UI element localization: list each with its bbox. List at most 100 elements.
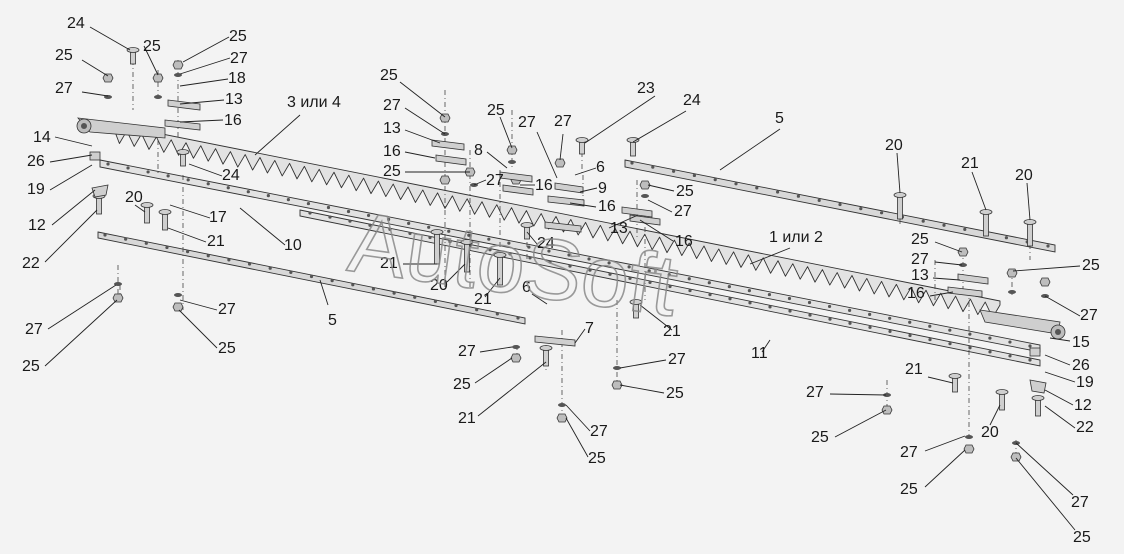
callout-leader: [1012, 265, 1081, 272]
callout-label: 21: [905, 361, 923, 378]
bar-10-hole: [667, 273, 671, 277]
clamp-plate: [554, 182, 584, 194]
callout-label: 12: [1074, 397, 1092, 414]
callout-label: 1 или 2: [769, 229, 823, 246]
callout-label: 24: [222, 167, 240, 184]
callout-leader: [178, 309, 218, 349]
bar-11-hole: [428, 235, 432, 240]
bolt-head: [176, 149, 190, 155]
bar-11-hole: [648, 280, 652, 285]
callout-leader: [639, 304, 673, 331]
callout-label: 13: [383, 120, 401, 137]
callout-label: 25: [55, 47, 73, 64]
bar-5-hole: [796, 194, 801, 198]
bar-5-hole: [755, 186, 759, 190]
callout-label: 27: [590, 423, 608, 440]
bar-10-hole: [707, 281, 711, 285]
bar-11-hole: [308, 211, 312, 215]
bar-5-hole: [734, 182, 738, 186]
callout-leader: [179, 78, 229, 87]
callout-label: 20: [430, 277, 448, 294]
callout-label: 27: [230, 50, 248, 67]
callout-label: 25: [911, 231, 929, 248]
bar-5-hole: [227, 258, 231, 262]
clamp-plate: [544, 221, 582, 233]
bar-11-hole: [448, 239, 452, 244]
callout-label: 27: [1071, 494, 1089, 511]
bar-5-hole: [475, 308, 479, 312]
nut: [506, 145, 518, 155]
bolt-head: [626, 137, 640, 143]
callout-label: 12: [28, 217, 46, 234]
callout-leader: [574, 167, 597, 176]
bar-10-hole: [547, 249, 551, 253]
clamp-plate: [431, 139, 465, 151]
washer: [512, 345, 520, 349]
clamp-plate: [164, 119, 201, 131]
bar-10-hole: [627, 265, 631, 269]
callout-leader: [484, 277, 501, 298]
callout-leader: [404, 129, 441, 144]
bar-10-hole: [827, 304, 832, 309]
washer: [641, 194, 649, 198]
callout-leader: [934, 261, 963, 266]
callout-label: 27: [458, 343, 476, 360]
callout-label: 25: [453, 376, 471, 393]
bar-11-hole: [908, 333, 912, 338]
bar-11-hole: [1008, 354, 1012, 358]
callout-label: 5: [775, 110, 784, 127]
bar-11-hole: [628, 276, 632, 280]
clamp-plate: [947, 286, 983, 298]
bar-11-hole: [588, 268, 592, 272]
bar-10-hole: [266, 194, 270, 198]
bar-5-hole: [186, 250, 190, 254]
bar-10-hole: [567, 253, 571, 257]
callout-leader: [719, 128, 781, 171]
assembly-drawing: [76, 47, 1066, 462]
bar-5-hole: [433, 299, 437, 303]
callout-label: 25: [229, 28, 247, 45]
callout-label: 13: [610, 220, 628, 237]
bolt-head: [629, 299, 643, 305]
callout-leader: [1026, 182, 1031, 221]
bolt-head: [575, 137, 589, 143]
nut: [554, 158, 566, 168]
bar-5-hole: [392, 291, 396, 295]
bolt-head: [979, 209, 993, 215]
callout-leader: [179, 99, 225, 105]
bolt-head: [1023, 219, 1037, 225]
callout-leader: [1044, 389, 1074, 406]
bar-5-hole: [776, 190, 780, 194]
callout-leader: [404, 151, 436, 159]
callout-leader: [1015, 457, 1076, 531]
bar-10-hole: [888, 316, 892, 320]
bar-10-hole: [747, 289, 751, 293]
callout-label: 21: [207, 233, 225, 250]
bar-11-hole: [728, 297, 732, 301]
bar-10-hole: [848, 308, 852, 312]
callout-leader: [927, 376, 954, 384]
callout-leader: [761, 339, 771, 353]
bar-11-hole: [1028, 358, 1032, 362]
bearing-12-right: [1029, 379, 1047, 394]
callout-label: 17: [209, 209, 227, 226]
bar-10-hole: [326, 205, 331, 210]
callout-label: 23: [637, 80, 655, 97]
callout-label: 27: [218, 301, 236, 318]
callout-label: 27: [55, 80, 73, 97]
bar-5-hole: [330, 279, 334, 283]
bar-10-hole: [306, 201, 311, 206]
bolt-head: [539, 345, 553, 351]
callout-leader: [924, 435, 966, 452]
bar-5-hole: [247, 262, 252, 266]
bar-11-hole: [388, 227, 392, 231]
callout-leader: [167, 227, 207, 243]
washer: [965, 435, 973, 439]
bar-10-hole: [166, 174, 170, 178]
callout-leader: [239, 207, 286, 246]
callout-label: 25: [811, 429, 829, 446]
nut: [172, 302, 184, 312]
bar-10-hole: [407, 221, 411, 225]
callout-leader: [559, 133, 564, 161]
